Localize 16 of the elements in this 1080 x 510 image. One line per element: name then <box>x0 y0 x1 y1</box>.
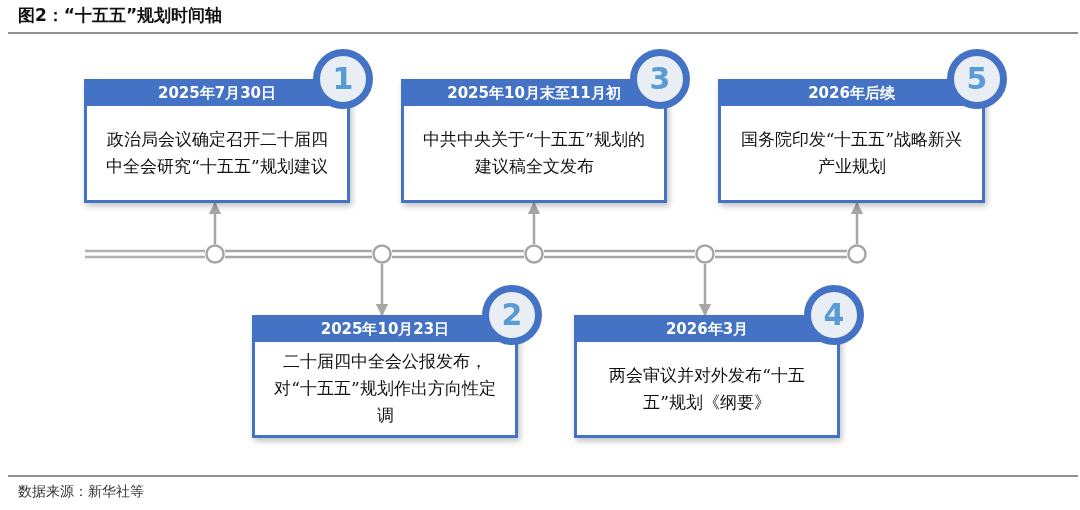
arrow <box>375 264 389 317</box>
arrow <box>527 201 541 244</box>
source-note: 数据来源：新华社等 <box>18 483 144 501</box>
timeline-segment <box>390 249 526 259</box>
arrow <box>850 201 864 244</box>
event-description: 国务院印发“十五五”战略新兴产业规划 <box>739 128 964 178</box>
event-description: 政治局会议确定召开二十届四中全会研究“十五五”规划建议 <box>105 128 329 178</box>
event-description: 中共中央关于“十五五”规划的建议稿全文发布 <box>422 128 646 178</box>
arrow <box>698 264 712 317</box>
timeline-segment <box>223 249 374 259</box>
timeline-segment <box>713 249 849 259</box>
figure-title: 图2：“十五五”规划时间轴 <box>18 4 223 27</box>
event-description: 二十届四中全会公报发布，对“十五五”规划作出方向性定调 <box>273 350 497 427</box>
event-description: 两会审议并对外发布“十五五”规划《纲要》 <box>608 363 806 414</box>
timeline-segment <box>542 249 697 259</box>
arrow <box>208 201 222 244</box>
